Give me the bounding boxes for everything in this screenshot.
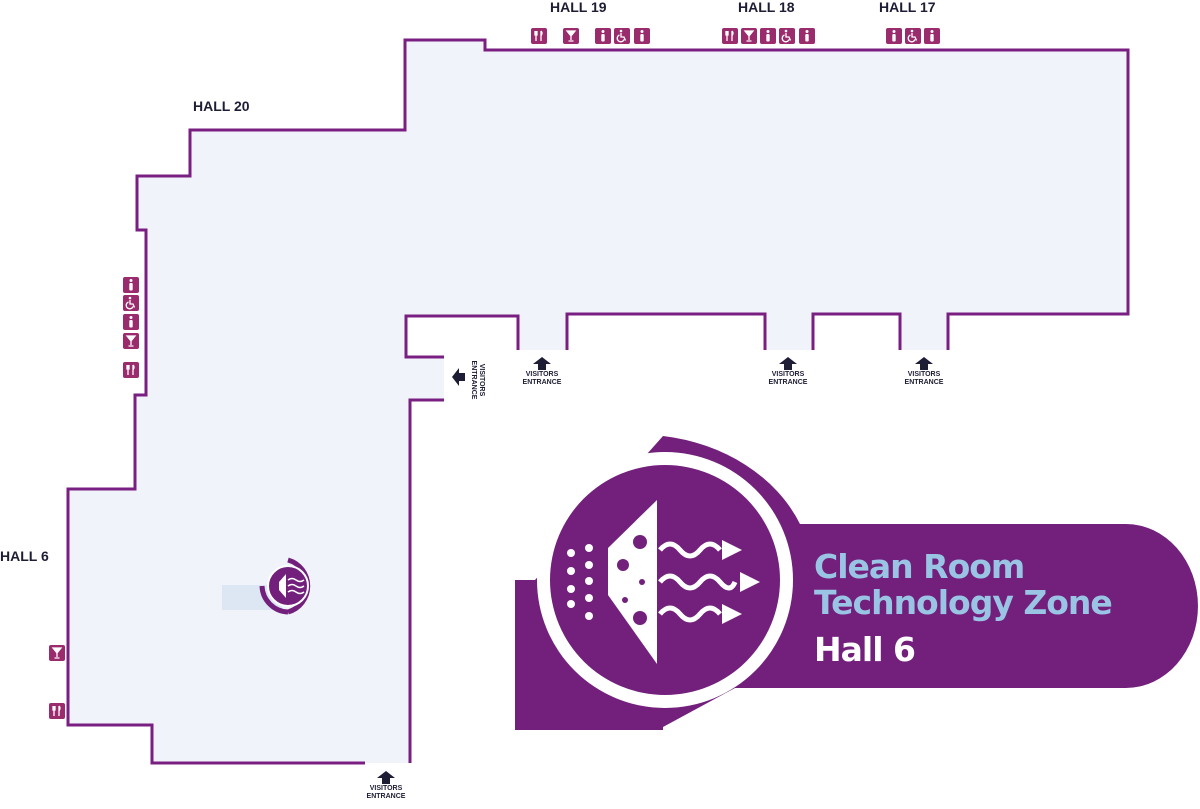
visitors-entrance-hall18[interactable]: VISITORS ENTRANCE (758, 357, 818, 387)
entrance-label-line2: ENTRANCE (522, 379, 562, 386)
toilet-icon (123, 314, 139, 330)
accessible-icon (779, 28, 795, 44)
bar-icon (563, 28, 579, 44)
restaurant-icon (531, 28, 547, 44)
arrow-up-icon (377, 771, 395, 784)
visitors-entrance-west[interactable]: VISITORS ENTRANCE (452, 361, 485, 399)
hall-20-label: HALL 20 (193, 98, 250, 114)
bar-icon (123, 333, 139, 349)
hall-17-label: HALL 17 (879, 0, 936, 15)
accessible-icon (905, 28, 921, 44)
arrow-up-icon (533, 357, 551, 370)
entrance-label-line2: ENTRANCE (470, 360, 477, 400)
restaurant-icon (722, 28, 738, 44)
toilet-icon (123, 277, 139, 293)
visitors-entrance-hall6[interactable]: VISITORS ENTRANCE (356, 771, 416, 801)
entrance-label-line2: ENTRANCE (366, 793, 406, 800)
exhibition-floor (68, 40, 1128, 763)
arrow-up-icon (915, 357, 933, 370)
bar-icon (49, 645, 65, 661)
arrow-left-icon (452, 368, 465, 386)
zone-title-line2: Technology Zone (814, 583, 1113, 622)
entrance-label-line1: VISITORS (369, 785, 403, 792)
entrance-label-line1: VISITORS (525, 371, 559, 378)
toilet-icon (595, 28, 611, 44)
clean-room-zone-badge (515, 436, 1198, 730)
restaurant-icon (123, 362, 139, 378)
accessible-icon (123, 295, 139, 311)
toilet-icon (924, 28, 940, 44)
visitors-entrance-hall17[interactable]: VISITORS ENTRANCE (894, 357, 954, 387)
entrance-label-line2: ENTRANCE (904, 379, 944, 386)
toilet-icon (799, 28, 815, 44)
toilet-icon (760, 28, 776, 44)
toilet-icon (886, 28, 902, 44)
hall-6-label: HALL 6 (0, 548, 49, 564)
zone-title-line1: Clean Room (814, 547, 1025, 586)
entrance-label-line1: VISITORS (907, 371, 941, 378)
entrance-label-line1: VISITORS (771, 371, 805, 378)
hall-19-label: HALL 19 (550, 0, 607, 15)
restaurant-icon (49, 703, 65, 719)
entrance-label-line2: ENTRANCE (768, 379, 808, 386)
toilet-icon (634, 28, 650, 44)
arrow-up-icon (779, 357, 797, 370)
hall-18-label: HALL 18 (738, 0, 795, 15)
entrance-label-line1: VISITORS (478, 363, 485, 397)
visitors-entrance-hall19[interactable]: VISITORS ENTRANCE (512, 357, 572, 387)
bar-icon (741, 28, 757, 44)
floor-outline (66, 38, 1130, 765)
accessible-icon (614, 28, 630, 44)
zone-hall-label: Hall 6 (814, 630, 916, 669)
zone-marker-icon[interactable] (259, 557, 311, 615)
